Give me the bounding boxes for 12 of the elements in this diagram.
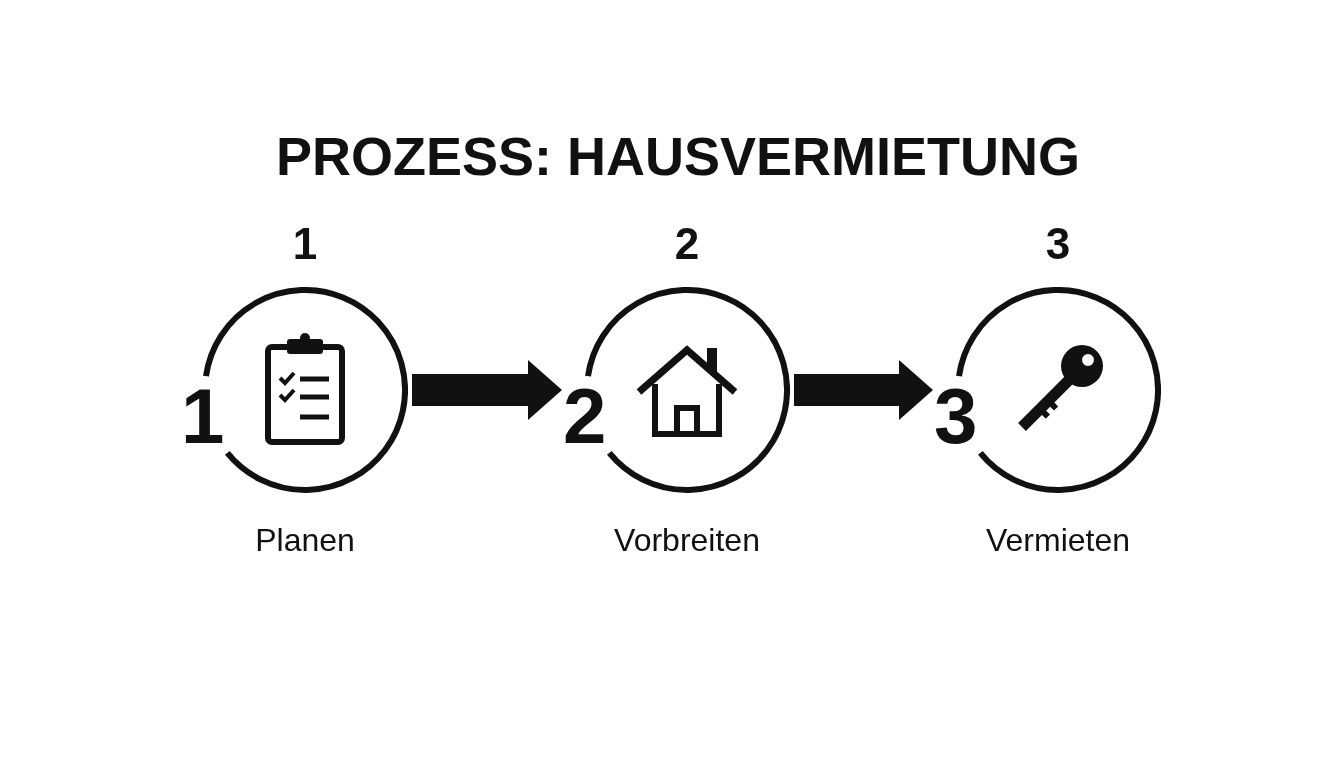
diagram-title: PROZESS: HAUSVERMIETUNG [275, 129, 1081, 183]
step-number: 2 [674, 222, 700, 266]
step-number: 3 [1045, 222, 1071, 266]
large-step-number: 1 [181, 377, 225, 455]
step-caption: Planen [255, 524, 355, 556]
arrow [794, 360, 933, 420]
step-caption: Vermieten [985, 524, 1131, 556]
step-caption: Vorbreiten [614, 524, 760, 556]
large-step-number: 3 [934, 377, 978, 455]
step-number: 1 [292, 222, 318, 266]
arrow [412, 360, 562, 420]
large-step-number: 2 [563, 377, 607, 455]
